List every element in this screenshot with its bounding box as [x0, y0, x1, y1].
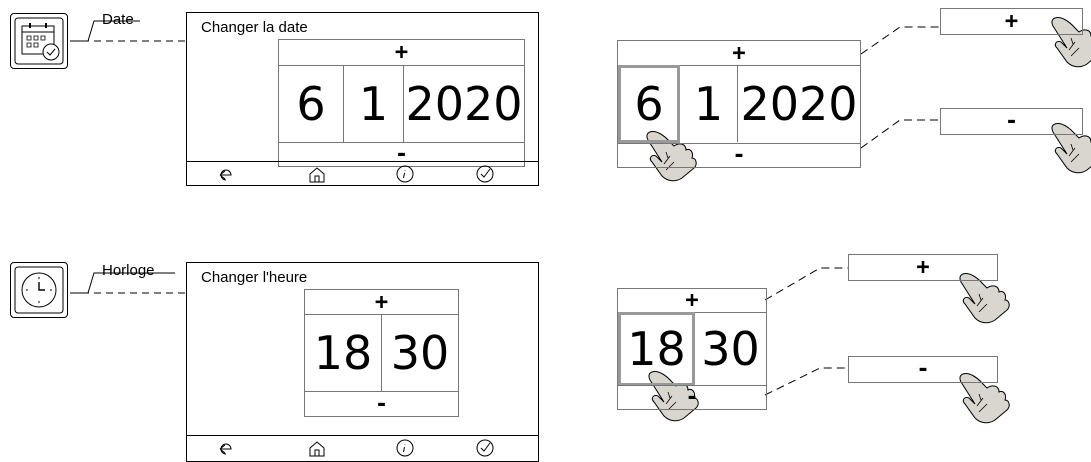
- screen-title: Changer l'heure: [201, 269, 307, 286]
- info-icon[interactable]: [395, 438, 415, 458]
- back-icon[interactable]: [217, 439, 239, 457]
- home-icon[interactable]: [307, 165, 327, 183]
- date-editor-detail: + 6 1 2020 -: [617, 40, 861, 168]
- day-field[interactable]: 6: [279, 66, 344, 142]
- day-field-selected[interactable]: 6: [618, 65, 680, 143]
- horloge-label: Horloge: [102, 262, 155, 279]
- check-icon[interactable]: [475, 438, 495, 458]
- nav-bar: [187, 435, 538, 461]
- calendar-icon-box: [10, 13, 68, 69]
- minute-field[interactable]: 30: [382, 315, 458, 391]
- check-icon[interactable]: [475, 164, 495, 184]
- calendar-icon: [11, 14, 69, 70]
- plus-button-zoom[interactable]: +: [940, 8, 1083, 35]
- minus-button[interactable]: -: [618, 143, 860, 167]
- minute-field[interactable]: 30: [695, 313, 766, 385]
- plus-button[interactable]: +: [305, 290, 458, 315]
- plus-button-zoom[interactable]: +: [848, 254, 998, 281]
- clock-icon: [11, 263, 69, 319]
- info-icon[interactable]: [395, 164, 415, 184]
- hour-field-selected[interactable]: 18: [618, 312, 695, 386]
- nav-bar: [187, 161, 538, 185]
- clock-icon-box: [10, 262, 68, 318]
- hour-field[interactable]: 18: [305, 315, 382, 391]
- plus-button[interactable]: +: [618, 289, 766, 313]
- date-editor: + 6 1 2020 -: [278, 39, 525, 167]
- back-icon[interactable]: [217, 165, 239, 183]
- month-field[interactable]: 1: [344, 66, 404, 142]
- screen-title: Changer la date: [201, 19, 308, 36]
- date-label: Date: [102, 11, 134, 28]
- month-field[interactable]: 1: [680, 66, 738, 142]
- time-editor: + 18 30 -: [304, 289, 459, 417]
- plus-button[interactable]: +: [618, 41, 860, 66]
- home-icon[interactable]: [307, 439, 327, 457]
- year-field[interactable]: 2020: [738, 66, 860, 142]
- minus-button-zoom[interactable]: -: [848, 356, 998, 383]
- year-field[interactable]: 2020: [404, 66, 524, 142]
- date-screen: Changer la date + 6 1 2020 -: [186, 12, 539, 186]
- plus-button[interactable]: +: [279, 40, 524, 66]
- time-editor-detail: + 18 30 -: [617, 288, 767, 410]
- minus-button-zoom[interactable]: -: [940, 108, 1083, 135]
- time-screen: Changer l'heure + 18 30 -: [186, 262, 539, 462]
- minus-button[interactable]: -: [618, 385, 766, 409]
- minus-button[interactable]: -: [305, 391, 458, 416]
